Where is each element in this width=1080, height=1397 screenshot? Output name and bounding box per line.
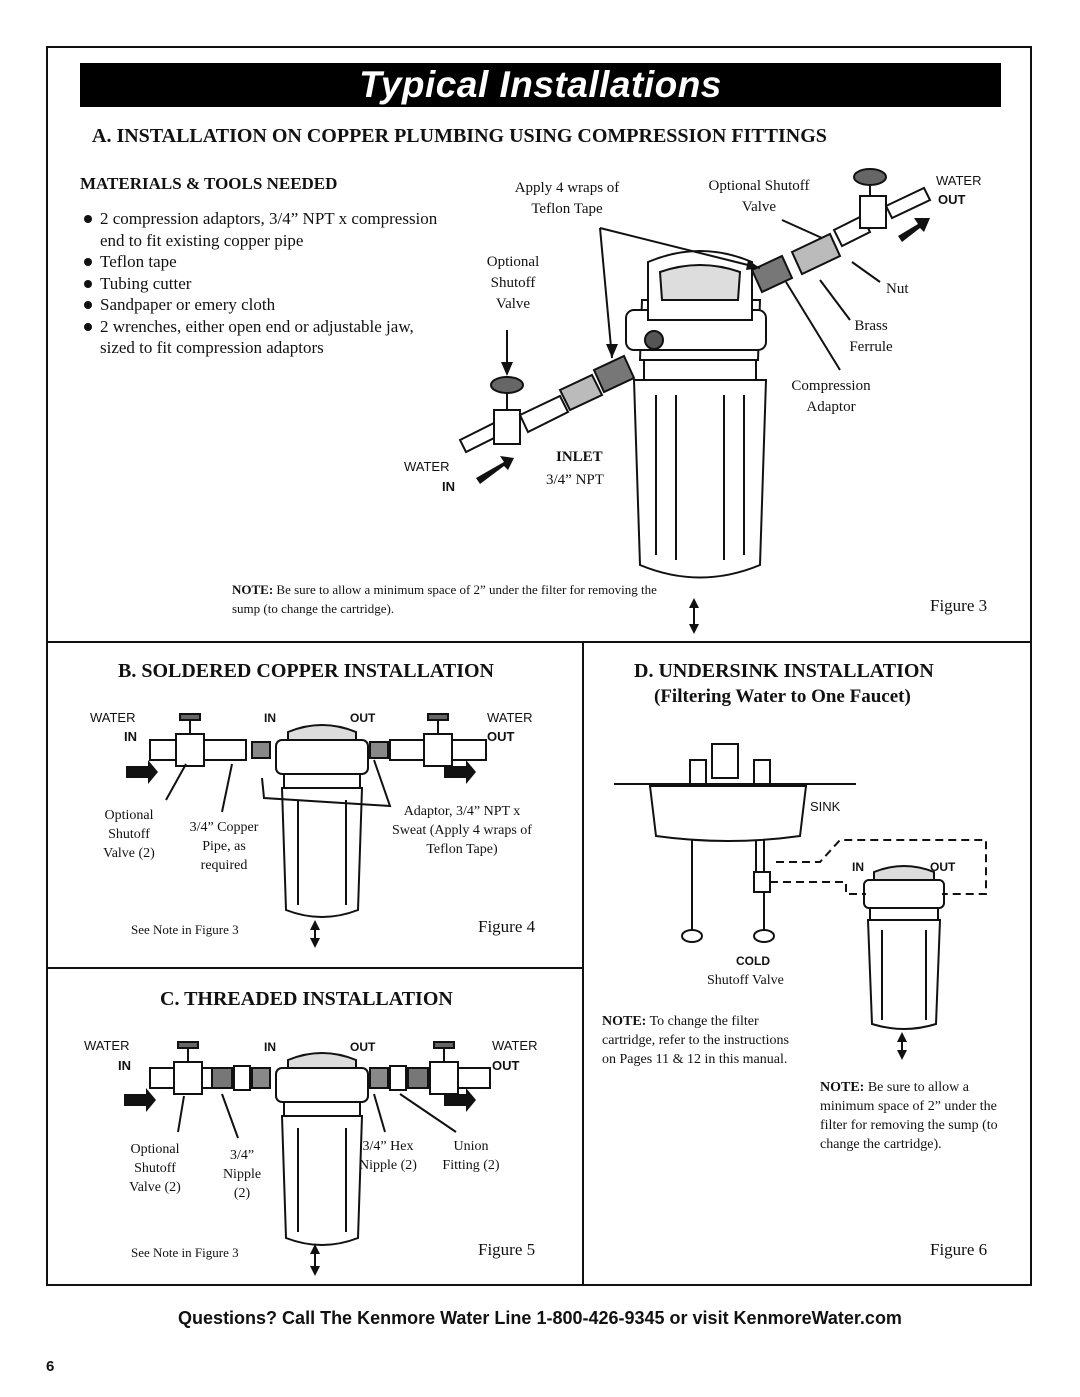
callout-nut: Nut <box>886 281 909 297</box>
section-d-heading: D. UNDERSINK INSTALLATION <box>634 660 934 682</box>
water-out-label-2: OUT <box>938 192 966 207</box>
list-item: 2 compression adaptors, 3/4” NPT x compr… <box>82 208 442 251</box>
note-label: NOTE: <box>602 1014 647 1029</box>
materials-heading: MATERIALS & TOOLS NEEDED <box>80 174 338 193</box>
water-in-label: WATER <box>404 459 450 474</box>
out-label: OUT <box>350 711 376 725</box>
callout-hex-nipple: 3/4” Hex Nipple (2) <box>359 1139 417 1173</box>
water-in-label-2: IN <box>124 729 137 744</box>
cold-label: COLD <box>736 954 770 968</box>
note-label: NOTE: <box>232 582 274 597</box>
list-item: 2 wrenches, either open end or adjustabl… <box>82 316 442 359</box>
section-b-heading: B. SOLDERED COPPER INSTALLATION <box>118 660 494 682</box>
water-in-label-2: IN <box>442 479 455 494</box>
out-label: OUT <box>930 860 956 874</box>
callout-copper-pipe: 3/4” Copper Pipe, as required <box>189 820 259 873</box>
out-label: OUT <box>350 1040 376 1054</box>
section-c-heading: C. THREADED INSTALLATION <box>160 988 453 1010</box>
water-out-label: WATER <box>936 173 982 188</box>
note-label: NOTE: <box>820 1080 865 1095</box>
note-text: Be sure to allow a minimum space of 2” u… <box>232 582 657 616</box>
callout-teflon: Apply 4 wraps of Teflon Tape <box>514 180 620 217</box>
in-label: IN <box>852 860 864 874</box>
shutoff-label: Shutoff Valve <box>707 973 784 988</box>
figure-6-label: Figure 6 <box>930 1240 988 1259</box>
divider-a <box>46 641 1032 643</box>
divider-vertical <box>582 641 584 1286</box>
figure-4-label: Figure 4 <box>478 917 536 936</box>
page-frame <box>46 46 1032 1286</box>
list-item: Sandpaper or emery cloth <box>82 294 442 316</box>
inlet-label: INLET <box>556 449 603 465</box>
page-number: 6 <box>46 1358 55 1375</box>
callout-nipple: 3/4” Nipple (2) <box>222 1148 262 1201</box>
note-d-1: NOTE: To change the filter cartridge, re… <box>602 1012 802 1069</box>
note-text: To change the filter cartridge, refer to… <box>602 1014 789 1067</box>
figure-3-label: Figure 3 <box>930 596 988 615</box>
section-d-subheading: (Filtering Water to One Faucet) <box>654 686 911 707</box>
see-note: See Note in Figure 3 <box>131 1245 239 1260</box>
callout-optional-valve: Optional Shutoff Valve (2) <box>103 808 155 861</box>
water-out-label-2: OUT <box>487 729 515 744</box>
divider-bc <box>46 967 584 969</box>
callout-optional-valve-top: Optional Shutoff Valve <box>708 178 810 215</box>
callout-optional-valve-left: Optional Shutoff Valve <box>486 254 540 312</box>
callout-adaptor: Adaptor, 3/4” NPT x Sweat (Apply 4 wraps… <box>392 804 532 857</box>
note-text: Be sure to allow a minimum space of 2” u… <box>820 1080 998 1152</box>
water-in-label: WATER <box>90 710 136 725</box>
water-in-label: WATER <box>84 1038 130 1053</box>
see-note: See Note in Figure 3 <box>131 922 239 937</box>
in-label: IN <box>264 1040 276 1054</box>
water-in-label-2: IN <box>118 1058 131 1073</box>
water-out-label-2: OUT <box>492 1058 520 1073</box>
sink-label: SINK <box>810 799 841 814</box>
list-item: Tubing cutter <box>82 273 442 295</box>
in-label: IN <box>264 711 276 725</box>
callout-ferrule: Brass Ferrule <box>849 318 893 355</box>
callout-optional-valve: Optional Shutoff Valve (2) <box>129 1142 181 1195</box>
callout-compression: Compression Adaptor <box>791 378 871 415</box>
note-d-2: NOTE: Be sure to allow a minimum space o… <box>820 1078 1010 1154</box>
inlet-size: 3/4” NPT <box>546 472 604 488</box>
callout-union: Union Fitting (2) <box>442 1139 500 1173</box>
page-title: Typical Installations <box>80 63 1001 107</box>
water-out-label: WATER <box>492 1038 538 1053</box>
section-a-heading: A. INSTALLATION ON COPPER PLUMBING USING… <box>92 125 827 147</box>
footer-contact: Questions? Call The Kenmore Water Line 1… <box>178 1308 902 1328</box>
figure-5-label: Figure 5 <box>478 1240 536 1259</box>
water-out-label: WATER <box>487 710 533 725</box>
note-figure-3: NOTE: Be sure to allow a minimum space o… <box>232 580 672 618</box>
materials-list: 2 compression adaptors, 3/4” NPT x compr… <box>82 208 442 359</box>
list-item: Teflon tape <box>82 251 442 273</box>
